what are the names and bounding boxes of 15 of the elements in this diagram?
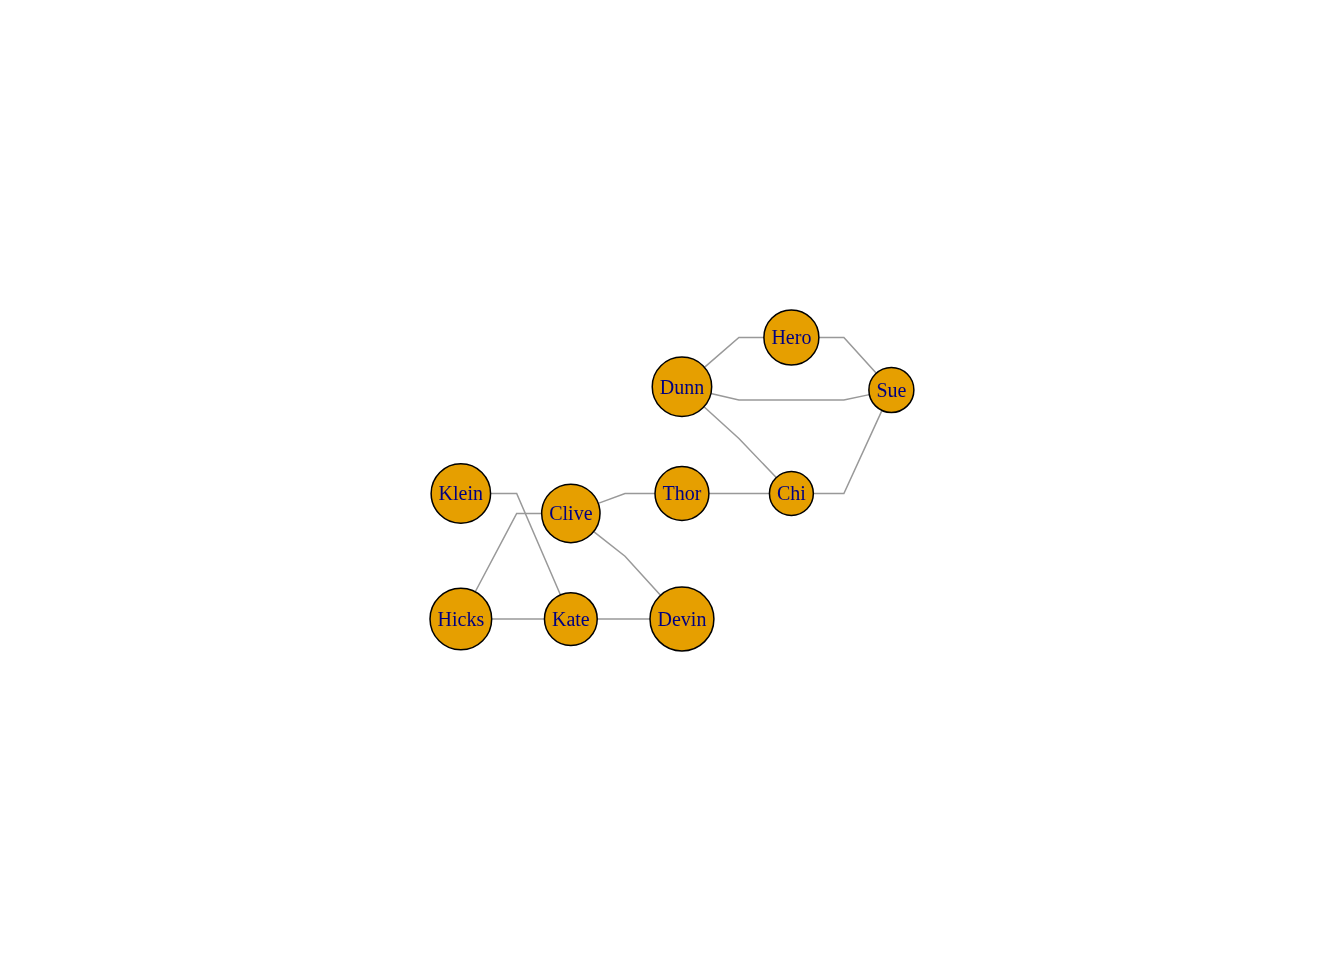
- node-circle: Hicks: [429, 586, 493, 651]
- connector: [818, 336, 878, 374]
- connector: [593, 530, 662, 596]
- node-circle: Clive: [540, 483, 601, 543]
- node-circle: Kate: [543, 591, 599, 646]
- node-circle: Sue: [868, 366, 915, 413]
- node-circle: Hero: [763, 308, 820, 366]
- connector: [597, 492, 656, 504]
- node-circle: Dunn: [651, 355, 713, 417]
- connector: [703, 405, 778, 478]
- node-circle: Thor: [654, 465, 710, 521]
- node-circle: Klein: [430, 462, 492, 524]
- connector: [703, 336, 765, 368]
- node-circle: Devin: [649, 585, 715, 652]
- node-circle: Chi: [768, 470, 815, 516]
